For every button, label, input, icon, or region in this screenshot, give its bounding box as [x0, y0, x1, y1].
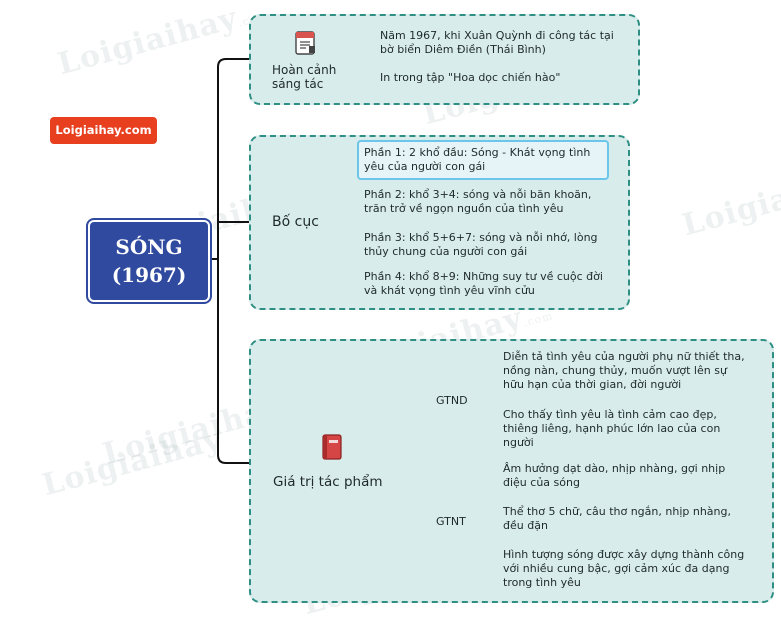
box-hoan-canh: [249, 14, 640, 105]
leaf-gtnt-1: Âm hưởng dạt dào, nhịp nhàng, gợi nhịp đ…: [503, 462, 726, 489]
leaf-gtnt-2: Thể thơ 5 chữ, câu thơ ngắn, nhịp nhàng,…: [503, 505, 731, 532]
center-year: (1967): [111, 263, 187, 287]
book-icon: [322, 434, 342, 460]
label-bo-cuc: Bố cục: [272, 214, 319, 230]
leaf-hoan-canh-2: In trong tập "Hoa dọc chiến hào": [380, 71, 561, 84]
leaf-bo-cuc-2: Phần 2: khổ 3+4: sóng và nỗi băn khoăn, …: [364, 188, 592, 215]
leaf-hoan-canh-1: Năm 1967, khi Xuân Quỳnh đi công tác tại…: [380, 29, 614, 56]
site-badge[interactable]: Loigiaihay.com: [50, 117, 157, 144]
leaf-bo-cuc-3: Phần 3: khổ 5+6+7: sóng và nỗi nhớ, lòng…: [364, 231, 598, 258]
leaf-gtnd-2: Cho thấy tình yêu là tình cảm cao đẹp, t…: [503, 408, 721, 449]
leaf-gtnd-1: Diễn tả tình yêu của người phụ nữ thiết …: [503, 350, 745, 391]
highlight-phan-1: [357, 140, 609, 180]
label-gtnd: GTND: [436, 394, 468, 407]
document-icon: [295, 31, 315, 55]
center-title: SÓNG: [115, 235, 183, 259]
label-gia-tri: Giá trị tác phẩm: [273, 474, 383, 490]
label-hoan-canh: Hoàn cảnh sáng tác: [272, 63, 337, 91]
label-gtnt: GTNT: [436, 515, 466, 528]
leaf-bo-cuc-4: Phần 4: khổ 8+9: Những suy tư về cuộc đờ…: [364, 270, 603, 297]
center-node: SÓNG (1967): [86, 218, 212, 304]
leaf-bo-cuc-1: Phần 1: 2 khổ đầu: Sóng - Khát vọng tình…: [364, 146, 591, 173]
leaf-gtnt-3: Hình tượng sóng được xây dựng thành công…: [503, 548, 745, 589]
box-gia-tri: [249, 339, 774, 603]
